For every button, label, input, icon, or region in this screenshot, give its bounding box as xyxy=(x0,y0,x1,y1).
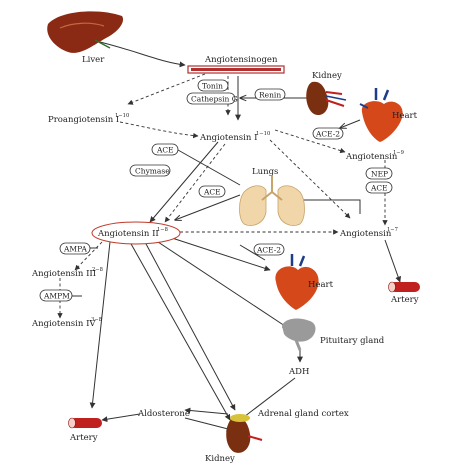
kidney-top-label: Kidney xyxy=(312,71,342,81)
enzyme-ampa: AMPA xyxy=(59,242,91,255)
lungs-label: Lungs xyxy=(252,167,278,177)
pituitary-label: Pituitary gland xyxy=(320,336,385,346)
svg-text:AMPM: AMPM xyxy=(43,292,70,301)
enzyme-nep: NEP xyxy=(365,167,393,180)
enzyme-renin: Renin xyxy=(254,88,286,101)
svg-text:3−8: 3−8 xyxy=(91,317,102,323)
liver-icon xyxy=(47,11,124,53)
angiotensin-4-node: Angiotensin IV 3−8 xyxy=(31,317,102,329)
svg-text:Proangiotensin I: Proangiotensin I xyxy=(48,115,119,125)
enzyme-ampm: AMPM xyxy=(39,289,73,302)
arrow-ang2-heart xyxy=(171,237,271,272)
arrow-aldosterone-artery xyxy=(101,413,141,423)
angiotensin-1-7-node: Angiotensin 1−7 xyxy=(339,227,398,239)
arrow-ang2-kidney xyxy=(129,241,231,421)
enzyme-ace-left: ACE xyxy=(151,143,179,156)
arrow-aldosterone-kidney xyxy=(184,417,233,432)
arrow-ang2-pituitary xyxy=(154,239,289,329)
svg-text:Tonin: Tonin xyxy=(202,82,223,91)
arrow-heart-ace2 xyxy=(340,119,361,128)
adh-node: ADH xyxy=(288,367,309,377)
svg-text:2−8: 2−8 xyxy=(92,267,103,273)
angiotensin-1-9-node: Angiotensin 1−9 xyxy=(345,150,404,162)
svg-text:NEP: NEP xyxy=(371,170,388,179)
svg-text:Renin: Renin xyxy=(259,91,281,100)
artery-left-label: Artery xyxy=(69,433,98,443)
svg-text:1−10: 1−10 xyxy=(115,113,129,119)
svg-text:1−9: 1−9 xyxy=(393,150,404,156)
kidney-bottom-icon xyxy=(226,414,263,453)
svg-text:Angiotensin I: Angiotensin I xyxy=(199,133,257,143)
arrow-ang2-adrenal xyxy=(144,241,236,411)
enzyme-ace-right: ACE xyxy=(365,181,393,194)
svg-text:ACE-2: ACE-2 xyxy=(315,130,340,139)
arrow-ang2-ang3 xyxy=(74,241,103,271)
artery-right-icon xyxy=(388,281,420,293)
arrow-ang1-ang19 xyxy=(274,129,346,154)
kidney-top-icon xyxy=(306,81,347,116)
connectors xyxy=(57,41,402,432)
svg-text:ACE: ACE xyxy=(156,146,174,155)
angiotensin-3-node: Angiotensin III 2−8 xyxy=(31,267,103,279)
angiotensin-1-node: Angiotensin I 1−10 xyxy=(199,131,270,143)
aldosterone-node: Aldosterone xyxy=(137,409,190,419)
arrow-ang1-ang17 xyxy=(269,139,351,219)
lungs-icon xyxy=(239,176,305,226)
svg-text:1−10: 1−10 xyxy=(256,131,270,137)
enzyme-ace-center: ACE xyxy=(198,185,226,198)
artery-right-label: Artery xyxy=(390,295,419,305)
arrow-adrenal-aldosterone xyxy=(184,407,229,415)
kidney-bottom-label: Kidney xyxy=(205,454,235,464)
enzyme-ace2-top: ACE-2 xyxy=(312,127,344,140)
angiotensin-2-node: Angiotensin II 1−8 xyxy=(91,221,181,245)
proangiotensin-node: Proangiotensin I 1−10 xyxy=(48,113,129,125)
line-heart-ace2 xyxy=(239,244,266,261)
svg-text:Angiotensin IV: Angiotensin IV xyxy=(31,319,96,329)
adrenal-label: Adrenal gland cortex xyxy=(257,409,349,419)
svg-text:ACE: ACE xyxy=(370,184,388,193)
heart-center-icon xyxy=(275,254,319,310)
line-ace-lungs xyxy=(177,149,241,186)
arrow-liver-angiotensinogen xyxy=(99,41,186,68)
svg-text:Cathepsin G: Cathepsin G xyxy=(191,95,238,104)
svg-text:Angiotensinogen: Angiotensinogen xyxy=(204,55,278,65)
arrow-angiotensinogen-proangiotensin xyxy=(127,73,206,105)
svg-text:Angiotensin III: Angiotensin III xyxy=(31,269,96,279)
arrow-ang17-artery xyxy=(384,239,402,283)
heart-right-icon xyxy=(359,88,403,142)
svg-text:ACE: ACE xyxy=(203,188,221,197)
svg-text:ACE-2: ACE-2 xyxy=(256,246,281,255)
heart-right-label: Heart xyxy=(392,111,418,121)
svg-text:1−8: 1−8 xyxy=(157,227,168,233)
enzyme-cathepsin-g: Cathepsin G xyxy=(186,92,238,105)
heart-center-label: Heart xyxy=(308,280,334,290)
arrow-ang2-artery xyxy=(89,241,111,409)
enzyme-ace2-center: ACE-2 xyxy=(253,243,285,256)
arrow-adh-kidney xyxy=(239,377,296,421)
artery-left-icon xyxy=(68,417,102,429)
pituitary-icon xyxy=(282,318,316,351)
enzyme-chymase: Chymase xyxy=(129,164,171,177)
svg-text:1−7: 1−7 xyxy=(387,227,398,233)
liver-label: Liver xyxy=(82,55,105,65)
arrow-lungs-ang17 xyxy=(290,199,361,214)
arrow-proangiotensin-ang1 xyxy=(119,121,199,139)
svg-text:Angiotensin: Angiotensin xyxy=(345,152,398,162)
arrow-ang1-ang2-chymase xyxy=(164,143,226,223)
svg-text:Angiotensin: Angiotensin xyxy=(339,229,392,239)
enzyme-tonin: Tonin xyxy=(197,79,229,92)
arrow-ang1-ang2 xyxy=(149,141,219,223)
svg-text:Chymase: Chymase xyxy=(135,167,170,176)
svg-text:AMPA: AMPA xyxy=(63,245,87,254)
arrow-lungs-ang2 xyxy=(175,194,241,220)
angiotensinogen-node: Angiotensinogen xyxy=(187,55,285,74)
svg-text:Angiotensin II: Angiotensin II xyxy=(97,229,159,239)
